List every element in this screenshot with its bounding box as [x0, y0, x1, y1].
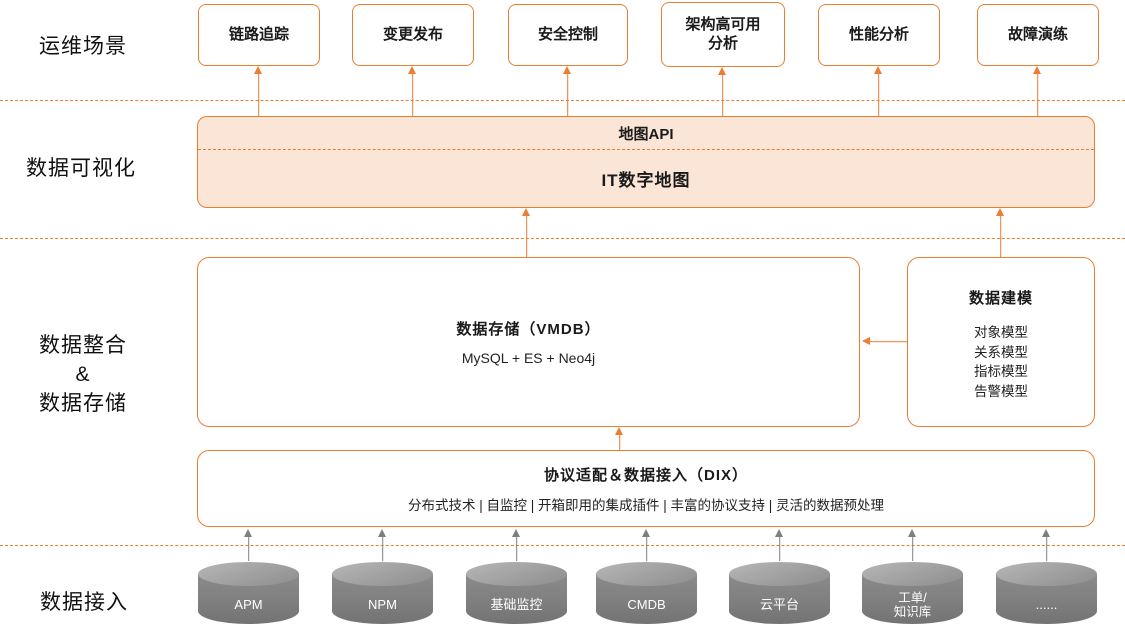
source-label: 工单/ 知识库	[893, 590, 932, 619]
arrow-storage-to-map	[522, 208, 531, 257]
source-label: 云平台	[759, 596, 799, 612]
source-cylinder-ticket-kb: 工单/ 知识库	[862, 562, 963, 624]
map-api-section: 地图API	[198, 117, 1094, 150]
scenario-box-change-release: 变更发布	[352, 4, 474, 66]
arrow-up-to-tracing	[254, 66, 263, 116]
arrow-apm-to-dix	[244, 529, 253, 561]
it-digital-map-section: IT数字地图	[601, 171, 691, 190]
scenario-box-performance-analysis: 性能分析	[818, 4, 940, 66]
arrow-ticket-kb-to-dix	[908, 529, 917, 561]
arrow-modeling-to-storage	[862, 337, 907, 346]
arrow-up-to-ha-analysis	[718, 67, 727, 116]
visualization-panel: 地图API IT数字地图	[197, 116, 1095, 208]
storage-stack: MySQL + ES + Neo4j	[461, 350, 596, 366]
scenario-label: 架构高可用 分析	[685, 15, 761, 52]
model-item-relation: 关系模型	[974, 344, 1028, 360]
modeling-title: 数据建模	[968, 290, 1033, 307]
cylinder-top	[466, 562, 567, 586]
arrow-npm-to-dix	[378, 529, 387, 561]
source-cylinder-others: ......	[996, 562, 1097, 624]
section-divider	[0, 238, 1125, 239]
scenario-box-ha-analysis: 架构高可用 分析	[661, 2, 785, 67]
arrow-up-to-change-release	[408, 66, 417, 116]
cylinder-top	[996, 562, 1097, 586]
source-cylinder-cmdb: CMDB	[596, 562, 697, 624]
model-item-alert: 告警模型	[974, 383, 1028, 399]
arrow-cloud-to-dix	[775, 529, 784, 561]
source-label: 基础监控	[490, 596, 543, 612]
storage-panel: 数据存储（VMDB） MySQL + ES + Neo4j	[197, 257, 860, 427]
cylinder-top	[729, 562, 830, 586]
source-cylinder-cloud: 云平台	[729, 562, 830, 624]
row-label-integration-storage: 数据整合 & 数据存储	[39, 334, 127, 415]
scenario-label: 故障演练	[1007, 25, 1068, 43]
row-label-ingestion: 数据接入	[40, 591, 128, 614]
cylinder-top	[596, 562, 697, 586]
source-label: NPM	[368, 596, 397, 612]
scenario-label: 变更发布	[382, 25, 443, 43]
cylinder-top	[332, 562, 433, 586]
row-label-visualization: 数据可视化	[26, 157, 136, 180]
source-label: ......	[1035, 596, 1058, 612]
modeling-panel: 数据建模 对象模型 关系模型 指标模型 告警模型	[907, 257, 1095, 427]
arrow-up-to-performance-analysis	[874, 66, 883, 116]
arrow-up-to-security-control	[563, 66, 572, 116]
scenario-box-security-control: 安全控制	[508, 4, 628, 66]
storage-title: 数据存储（VMDB）	[456, 321, 601, 338]
source-label: APM	[234, 596, 263, 612]
section-divider	[0, 545, 1125, 546]
scenario-label: 安全控制	[537, 25, 598, 43]
arrow-basic-monitor-to-dix	[512, 529, 521, 561]
dix-panel: 协议适配＆数据接入（DIX） 分布式技术 | 自监控 | 开箱即用的集成插件 |…	[197, 450, 1095, 527]
arrow-cmdb-to-dix	[642, 529, 651, 561]
source-label: CMDB	[627, 596, 666, 612]
model-item-object: 对象模型	[974, 325, 1028, 340]
scenario-label: 性能分析	[848, 25, 909, 43]
arrow-up-to-fault-drill	[1033, 66, 1042, 116]
source-cylinder-npm: NPM	[332, 562, 433, 624]
source-cylinder-basic-monitor: 基础监控	[466, 562, 567, 624]
model-item-metric: 指标模型	[974, 364, 1028, 379]
arrow-others-to-dix	[1042, 529, 1051, 561]
scenario-box-tracing: 链路追踪	[198, 4, 320, 66]
dix-features: 分布式技术 | 自监控 | 开箱即用的集成插件 | 丰富的协议支持 | 灵活的数…	[407, 497, 885, 513]
dix-title: 协议适配＆数据接入（DIX）	[543, 466, 748, 484]
source-cylinder-apm: APM	[198, 562, 299, 624]
cylinder-top	[198, 562, 299, 586]
section-divider	[0, 100, 1125, 101]
scenario-box-fault-drill: 故障演练	[977, 4, 1099, 66]
arrow-modeling-to-map	[996, 208, 1005, 257]
cylinder-top	[862, 562, 963, 586]
row-label-scenarios: 运维场景	[39, 35, 127, 58]
scenario-label: 链路追踪	[228, 25, 289, 43]
arrow-dix-to-storage	[615, 427, 624, 450]
